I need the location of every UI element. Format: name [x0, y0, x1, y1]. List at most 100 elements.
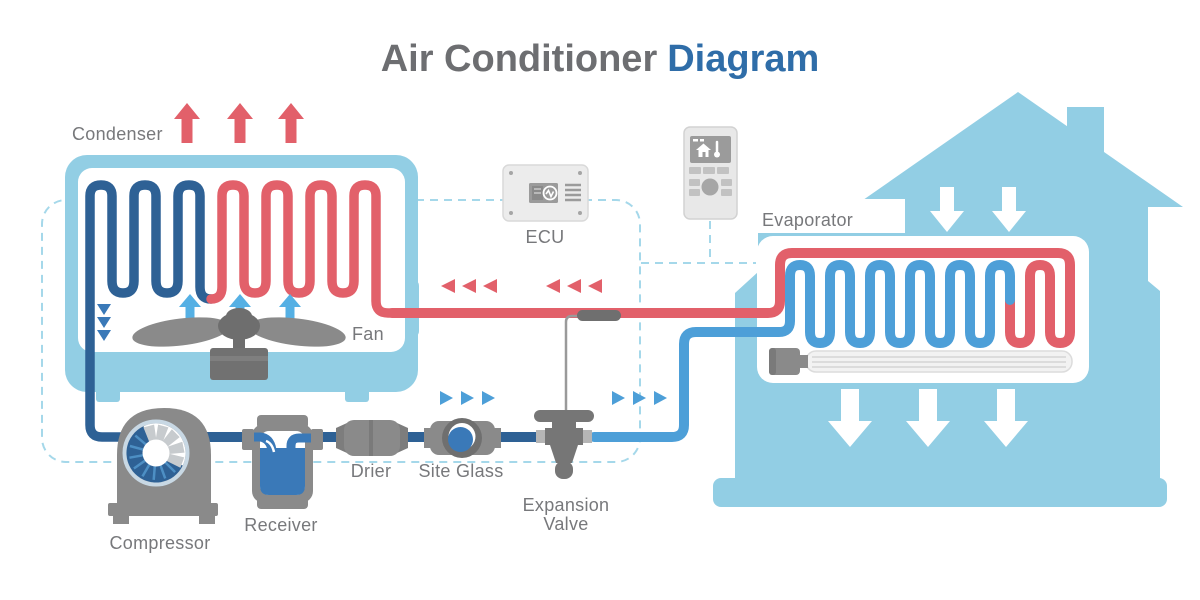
expansion-valve [534, 310, 621, 479]
drier-label: Drier [351, 461, 392, 481]
compressor-base [108, 503, 218, 516]
cold-refrigerant-line [589, 259, 1015, 442]
left-arrow-icon [441, 279, 455, 293]
receiver-label: Receiver [244, 515, 317, 535]
left-arrow-icon [483, 279, 497, 293]
valve-dome [534, 410, 594, 422]
condenser-foot [96, 388, 120, 402]
ecu [502, 164, 589, 222]
house-foundation [713, 478, 1167, 507]
flow-down-chevrons [97, 304, 111, 341]
up-arrow-icon [174, 103, 200, 143]
down-arrow-icon [930, 187, 964, 232]
right-arrow-icon [461, 391, 474, 405]
hot-line-flow-arrows [441, 279, 602, 293]
receiver-right-port [311, 429, 323, 450]
remote-screen-status [700, 139, 704, 142]
receiver-bottom-cap [257, 496, 308, 509]
title-part1: Air Conditioner [381, 38, 658, 80]
down-arrow-icon [906, 389, 950, 447]
receiver-outlet-pipe [286, 433, 318, 460]
screw-icon [578, 171, 582, 175]
outdoor-unit-dashed-boundary [41, 199, 641, 463]
condenser-unit: Fan [65, 155, 419, 442]
ecu-vents [565, 183, 581, 202]
dashed-boundary-rect [41, 199, 641, 463]
compressor-ring [122, 419, 190, 487]
receiver-stream-highlight [265, 439, 276, 453]
valve-left-port [536, 430, 545, 443]
receiver-left-port [242, 429, 254, 450]
screw-icon [509, 211, 513, 215]
condenser-coil-blue [85, 180, 216, 442]
compressor-hub [142, 439, 170, 467]
left-arrow-icon [462, 279, 476, 293]
sensing-bulb [577, 310, 621, 321]
chevron-down-icon [97, 317, 111, 328]
control-dashed-lines [641, 221, 756, 264]
blower-motor [769, 348, 800, 375]
fan-label: Fan [352, 324, 384, 344]
condenser-label: Condenser [72, 124, 163, 144]
compressor-label: Compressor [109, 533, 210, 553]
right-arrow-icon [482, 391, 495, 405]
house-wall-left [735, 293, 758, 484]
up-arrow-icon [227, 103, 253, 143]
valve-neck [552, 421, 576, 431]
compressor-impeller-gray-blades [143, 424, 185, 468]
fan-hub [218, 312, 260, 340]
receiver-top-cap [257, 415, 308, 429]
drier-seam [369, 420, 373, 456]
site-glass-right-flange [491, 428, 501, 448]
receiver [242, 415, 323, 509]
house-chimney [1067, 107, 1104, 175]
compressor-foot [199, 516, 215, 524]
condenser-heat-arrows [174, 103, 304, 143]
receiver-liquid [260, 448, 305, 495]
chevron-down-icon [97, 330, 111, 341]
evaporator-label: Evaporator [762, 210, 853, 230]
up-arrow-icon [278, 103, 304, 143]
house-wall-notch [735, 272, 758, 293]
up-arrow-icon [279, 294, 301, 330]
fan-blade-right [248, 317, 346, 347]
site-glass-eye [448, 427, 473, 452]
site-glass [424, 418, 501, 458]
remote-ok-button [701, 178, 719, 196]
fan-motor [210, 348, 268, 380]
down-arrow-icon [984, 389, 1028, 447]
remote-control [683, 126, 738, 220]
evaporator-blower [769, 348, 1073, 375]
right-arrow-icon [633, 391, 646, 405]
pulse-zigzag [545, 188, 555, 199]
condenser-coil-red [206, 180, 403, 318]
ecu-label: ECU [526, 227, 565, 247]
condenser-foot [345, 388, 369, 402]
home-icon-door [702, 152, 706, 157]
valve-lower [550, 445, 578, 463]
left-arrow-icon [546, 279, 560, 293]
screw-icon [509, 171, 513, 175]
cold-line-flow-arrows [440, 391, 667, 405]
remote-buttons-row [689, 167, 729, 174]
site-glass-left-flange [424, 428, 434, 448]
fan-motor-band [210, 356, 268, 361]
up-arrow-icon [179, 294, 201, 330]
down-arrow-icon [828, 389, 872, 447]
fan-blade-left [132, 317, 230, 347]
drier [336, 420, 408, 456]
remote-buttons-cluster [689, 179, 732, 196]
title-part2: Diagram [667, 38, 819, 80]
expansion-valve-label-line1: Expansion [523, 495, 610, 515]
right-arrow-icon [440, 391, 453, 405]
left-arrow-icon [567, 279, 581, 293]
fan-icon [132, 308, 346, 380]
valve-right-port [583, 430, 592, 443]
compressor [108, 408, 218, 524]
blower-motor-edge [769, 348, 776, 375]
valve-body [545, 428, 583, 445]
chevron-down-icon [97, 304, 111, 315]
